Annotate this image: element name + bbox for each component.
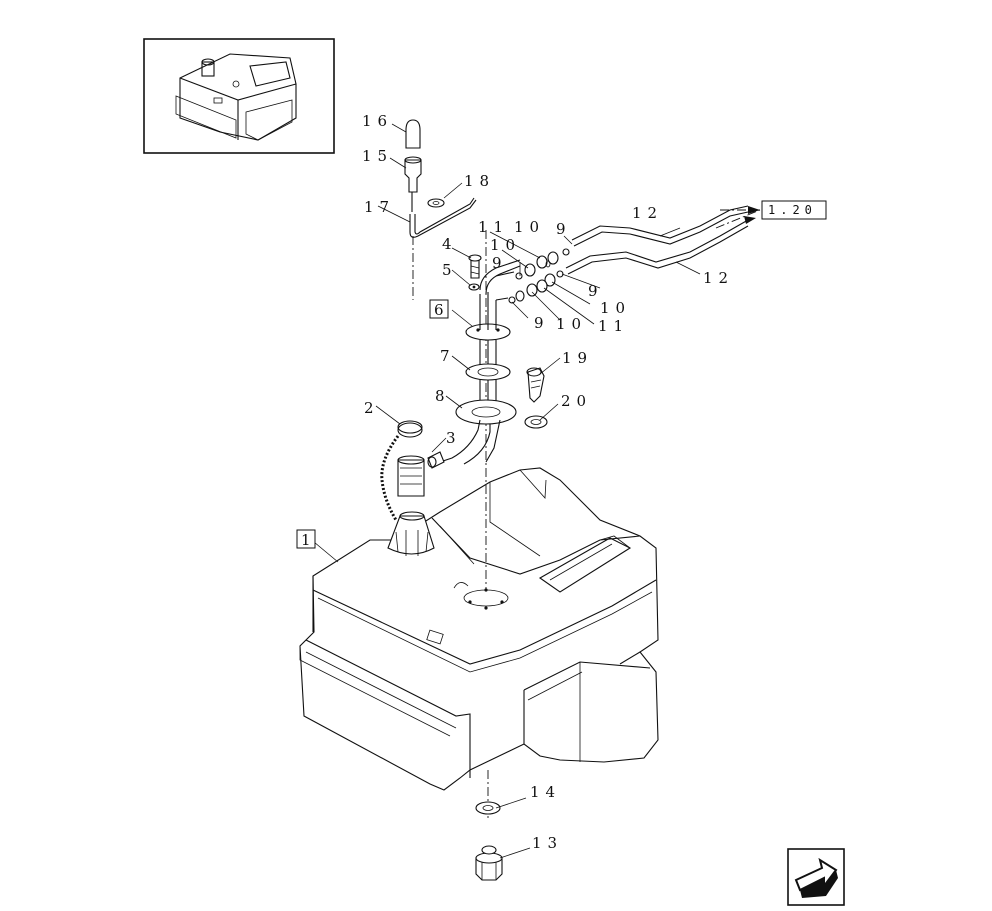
callout-7: 7 — [440, 347, 456, 365]
fuel-tank-body — [299, 467, 659, 791]
callout-4: 4 — [442, 235, 458, 253]
callout-12-a: 12 — [632, 204, 663, 222]
callout-9-a: 9 — [556, 220, 572, 238]
reference-box-label: 1.20 — [768, 203, 817, 217]
assembly-center-lines — [412, 209, 761, 820]
fuel-pipes-and-fittings — [495, 205, 760, 304]
callout-19: 19 — [562, 349, 593, 367]
fuel-tank-thumbnail-icon — [143, 38, 335, 154]
callout-6: 6 — [434, 301, 450, 319]
screw-and-washer — [468, 254, 482, 291]
callout-9-c: 9 — [588, 282, 604, 300]
callout-9-d: 9 — [534, 314, 550, 332]
callout-13: 13 — [532, 834, 563, 852]
callout-15: 15 — [362, 147, 393, 165]
breather-assembly — [404, 119, 477, 238]
callout-5: 5 — [442, 261, 458, 279]
callout-18: 18 — [464, 172, 495, 190]
callout-17: 17 — [364, 198, 395, 216]
callout-3: 3 — [446, 429, 462, 447]
callout-9-b: 9 — [492, 254, 508, 272]
callout-2: 2 — [364, 399, 380, 417]
callout-box-6 — [429, 299, 449, 319]
callout-20: 20 — [561, 392, 592, 410]
callout-16: 16 — [362, 112, 393, 130]
reference-box: 1.20 — [761, 200, 827, 220]
callout-12-b: 12 — [703, 269, 734, 287]
callout-11-b: 11 — [598, 317, 629, 335]
leader-lines — [313, 123, 701, 859]
next-page-arrow-icon[interactable] — [787, 848, 845, 906]
filler-cap-and-strainer — [380, 420, 445, 521]
callout-11-a: 11 — [478, 218, 509, 236]
callout-8: 8 — [435, 387, 451, 405]
fuel-sender-assembly — [439, 259, 521, 465]
filler-neck — [387, 511, 435, 556]
callout-10-a: 10 — [514, 218, 545, 236]
callout-14: 14 — [530, 783, 561, 801]
callout-10-c: 10 — [600, 299, 631, 317]
callout-labels: 1 2 3 4 5 6 7 8 9 9 9 9 10 10 10 10 11 1… — [296, 112, 734, 852]
callout-box-1 — [296, 529, 316, 549]
callout-10-d: 10 — [556, 315, 587, 333]
drain-plug-parts — [475, 367, 548, 881]
callout-1: 1 — [301, 531, 317, 549]
callout-10-b: 10 — [490, 236, 521, 254]
